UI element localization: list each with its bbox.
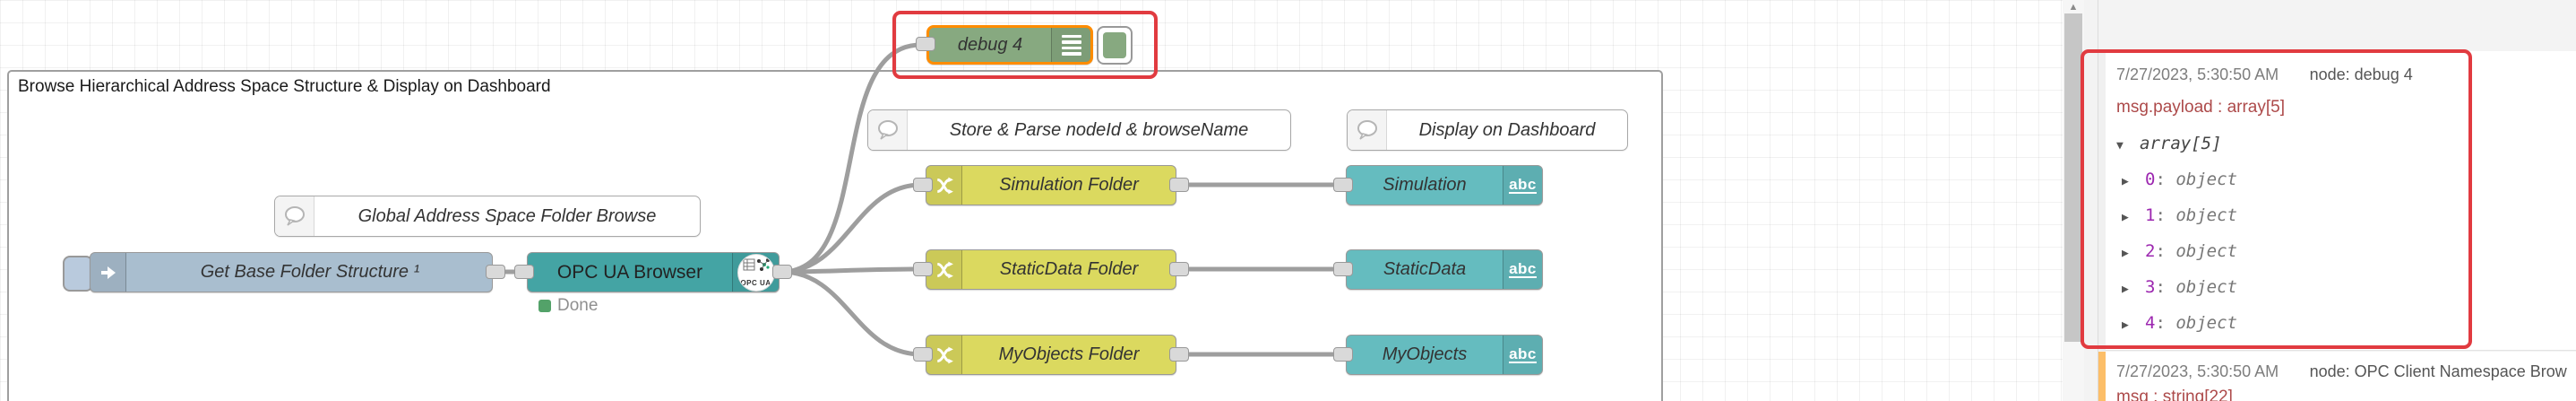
comment-node-display-dashboard[interactable]: Display on Dashboard — [1347, 109, 1628, 151]
inject-arrow-icon — [90, 253, 126, 292]
caret-collapsed-icon[interactable]: ▶ — [2122, 175, 2129, 188]
input-port[interactable] — [913, 261, 933, 276]
input-port[interactable] — [1333, 261, 1353, 276]
node-status: Done — [538, 296, 598, 316]
output-port[interactable] — [1169, 346, 1189, 362]
debug-enable-toggle[interactable] — [1097, 26, 1133, 65]
json-tree-root[interactable]: ▼array[5] — [2116, 134, 2222, 153]
switch-node-staticdata-folder[interactable]: StaticData Folder — [913, 249, 1189, 290]
json-tree-item[interactable]: ▶4: object — [2122, 313, 2237, 333]
input-port[interactable] — [1333, 346, 1353, 362]
canvas-vertical-scrollbar[interactable]: ▲ — [2063, 0, 2084, 401]
message-node-name: node: OPC Client Namespace Brow — [2309, 362, 2567, 380]
json-tree-item[interactable]: ▶1: object — [2122, 205, 2237, 225]
status-text: Done — [557, 296, 599, 315]
comment-icon — [275, 196, 314, 236]
debug-list-icon — [1051, 28, 1090, 62]
caret-collapsed-icon[interactable]: ▶ — [2122, 247, 2129, 260]
json-tree-item[interactable]: ▶2: object — [2122, 241, 2237, 261]
switch-node-myobjects-folder[interactable]: MyObjects Folder — [913, 335, 1189, 375]
inject-node[interactable]: Get Base Folder Structure ¹ — [90, 252, 505, 292]
input-port[interactable] — [1333, 177, 1353, 192]
abc-text-icon: abc — [1503, 166, 1542, 205]
message-payload-label: msg : string[22] — [2116, 388, 2233, 401]
node-label: MyObjects Folder — [998, 344, 1140, 364]
node-label: MyObjects — [1382, 344, 1468, 364]
node-label: debug 4 — [957, 34, 1023, 55]
abc-glyph: abc — [1509, 344, 1537, 364]
inject-button[interactable] — [63, 256, 93, 292]
opcua-icon: OPC UA — [732, 253, 779, 292]
debug-message-list: 7/27/2023, 5:30:50 AM node: debug 4 msg.… — [2098, 0, 2576, 401]
debug-sidebar[interactable]: 7/27/2023, 5:30:50 AM node: debug 4 msg.… — [2084, 0, 2576, 401]
scrollbar-thumb[interactable] — [2064, 13, 2082, 342]
switch-node-simulation-folder[interactable]: Simulation Folder — [913, 165, 1189, 205]
flow-canvas[interactable]: Browse Hierarchical Address Space Struct… — [0, 0, 2063, 401]
scroll-up-icon[interactable]: ▲ — [2068, 2, 2079, 13]
node-label: Get Base Folder Structure ¹ — [200, 262, 420, 282]
comment-node-global-browse[interactable]: Global Address Space Folder Browse — [274, 196, 701, 237]
message-timestamp: 7/27/2023, 5:30:50 AM — [2116, 65, 2279, 83]
abc-glyph: abc — [1509, 259, 1537, 279]
node-label: StaticData — [1383, 259, 1467, 279]
abc-glyph: abc — [1509, 175, 1537, 195]
message-timestamp: 7/27/2023, 5:30:50 AM — [2116, 362, 2279, 380]
message-payload-label: msg.payload : array[5] — [2116, 98, 2285, 117]
text-node-staticdata[interactable]: StaticData abc — [1333, 249, 1543, 290]
output-port[interactable] — [1169, 177, 1189, 192]
json-tree-item[interactable]: ▶0: object — [2122, 170, 2237, 189]
input-port[interactable] — [916, 37, 935, 51]
node-label: Store & Parse nodeId & browseName — [949, 119, 1249, 140]
input-port[interactable] — [913, 346, 933, 362]
group-title: Browse Hierarchical Address Space Struct… — [18, 77, 551, 96]
node-label: Global Address Space Folder Browse — [358, 205, 657, 226]
debug-toggle-fill — [1103, 32, 1126, 58]
caret-collapsed-icon[interactable]: ▶ — [2122, 283, 2129, 296]
message-meta: 7/27/2023, 5:30:50 AM node: debug 4 — [2116, 65, 2576, 84]
abc-text-icon: abc — [1503, 336, 1542, 374]
output-port[interactable] — [1169, 261, 1189, 276]
node-label: StaticData Folder — [999, 259, 1139, 279]
node-label: Display on Dashboard — [1418, 119, 1596, 140]
node-label: Simulation Folder — [999, 175, 1139, 195]
caret-collapsed-icon[interactable]: ▶ — [2122, 211, 2129, 224]
comment-icon — [1348, 110, 1387, 150]
abc-text-icon: abc — [1503, 250, 1542, 289]
message-node-name: node: debug 4 — [2309, 65, 2413, 83]
node-label: Simulation — [1383, 175, 1467, 195]
output-port[interactable] — [486, 264, 505, 279]
debug-message[interactable]: 7/27/2023, 5:30:50 AM node: debug 4 msg.… — [2098, 51, 2576, 351]
caret-expanded-icon[interactable]: ▼ — [2116, 139, 2124, 153]
status-green-square-icon — [538, 300, 551, 312]
input-port[interactable] — [514, 264, 534, 279]
opcua-icon-caption: OPC UA — [740, 278, 771, 287]
output-port[interactable] — [772, 264, 792, 279]
text-node-simulation[interactable]: Simulation abc — [1333, 165, 1543, 205]
opcua-browser-node[interactable]: OPC UA Browser OPC UA — [514, 252, 792, 292]
comment-node-store-parse[interactable]: Store & Parse nodeId & browseName — [867, 109, 1291, 151]
comment-icon — [868, 110, 908, 150]
debug-message[interactable]: 7/27/2023, 5:30:50 AM node: OPC Client N… — [2098, 352, 2576, 401]
text-node-myobjects[interactable]: MyObjects abc — [1333, 335, 1543, 375]
node-label: OPC UA Browser — [556, 261, 703, 283]
input-port[interactable] — [913, 177, 933, 192]
message-meta: 7/27/2023, 5:30:50 AM node: OPC Client N… — [2116, 362, 2576, 381]
caret-collapsed-icon[interactable]: ▶ — [2122, 318, 2129, 332]
debug-node[interactable]: debug 4 — [916, 25, 1093, 65]
json-tree-item[interactable]: ▶3: object — [2122, 277, 2237, 297]
